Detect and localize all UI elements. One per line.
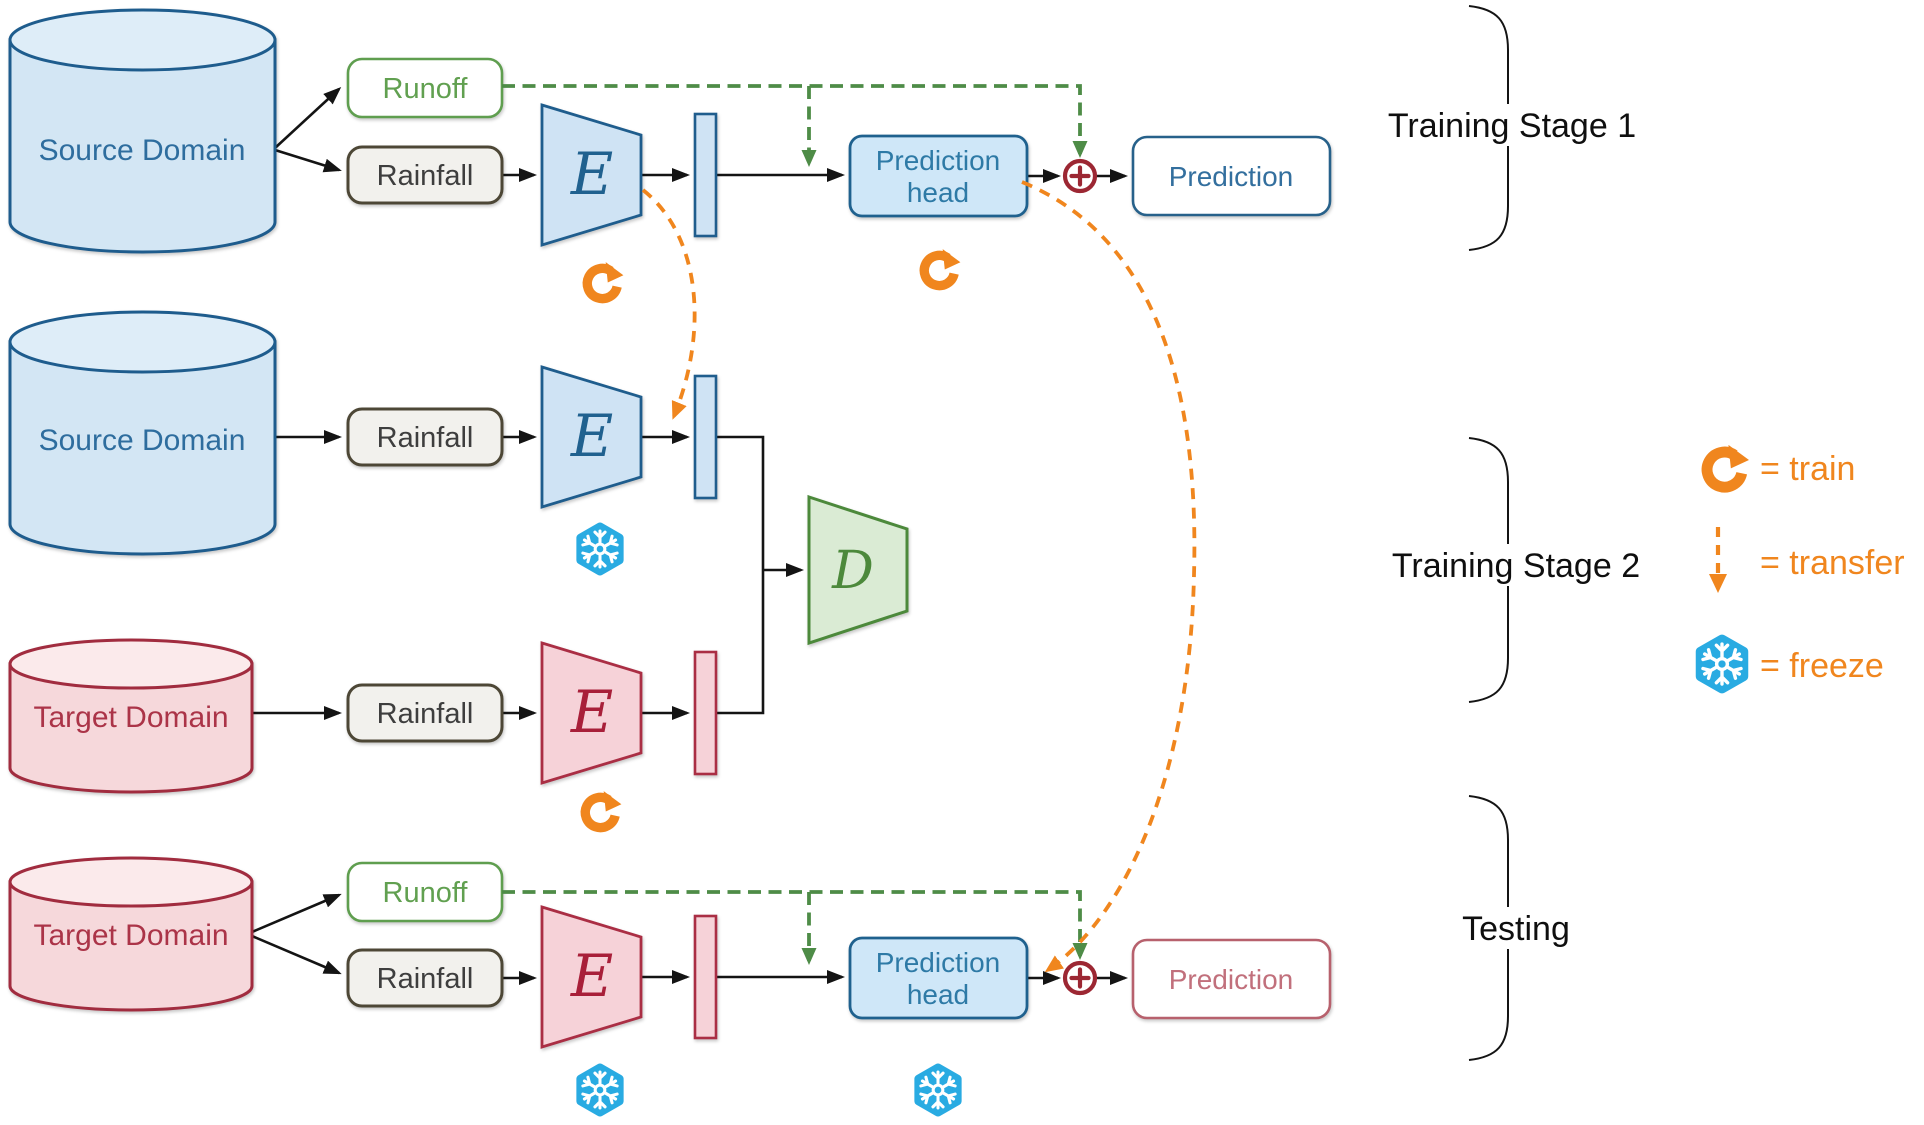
row-training-stage-2-target: Target Domain Rainfall E bbox=[8, 638, 718, 828]
rainfall-label: Rainfall bbox=[377, 422, 474, 454]
rainfall-box-4: Rainfall bbox=[346, 948, 504, 1008]
prediction-box-1: Prediction bbox=[1131, 135, 1332, 217]
transfer-curve-head1-to-head4 bbox=[1021, 180, 1197, 973]
stage-brackets: Training Stage 1 Training Stage 2 Testin… bbox=[1388, 5, 1640, 1061]
prediction-box-4: Prediction bbox=[1131, 938, 1332, 1020]
prediction-head-label-line2: head bbox=[907, 979, 969, 1010]
transfer-curves bbox=[641, 180, 1197, 973]
source-domain-label: Source Domain bbox=[39, 424, 246, 457]
row-training-stage-2-source: Source Domain Rainfall E D bbox=[8, 310, 909, 646]
encoder-trapezoid-target-4: E bbox=[540, 905, 643, 1049]
arrow-target4-to-rainfall bbox=[251, 934, 342, 975]
label-bg bbox=[1390, 104, 1634, 146]
transfer-curve-encoder1-to-encoder2 bbox=[641, 188, 697, 420]
train-icon bbox=[1707, 445, 1749, 487]
encoder-label: E bbox=[570, 942, 613, 1010]
legend-freeze-label: = freeze bbox=[1760, 647, 1884, 685]
rainfall-label: Rainfall bbox=[377, 160, 474, 192]
freeze-icon bbox=[1701, 640, 1744, 689]
encoder-label: E bbox=[570, 678, 613, 746]
train-icon bbox=[924, 249, 960, 285]
transfer-icon-arrowhead bbox=[1709, 574, 1727, 593]
black-connectors bbox=[251, 86, 1128, 985]
label-bg bbox=[1458, 907, 1576, 949]
freeze-icon bbox=[581, 527, 619, 571]
encoder-trapezoid-source-1: E bbox=[540, 103, 643, 247]
target-domain-cylinder-4: Target Domain bbox=[8, 856, 254, 1012]
runoff4-dashed-line bbox=[502, 890, 1088, 960]
arrow-source1-to-runoff bbox=[274, 86, 342, 149]
discriminator-trapezoid: D bbox=[807, 494, 909, 646]
runoff-box-1: Runoff bbox=[346, 57, 504, 119]
testing-label: Testing bbox=[1462, 910, 1570, 948]
discriminator-label: D bbox=[831, 541, 874, 601]
runoff-label: Runoff bbox=[383, 877, 469, 909]
rainfall-box-1: Rainfall bbox=[346, 145, 504, 205]
rainfall-box-3: Rainfall bbox=[346, 683, 504, 743]
feature-bar-3 bbox=[693, 650, 718, 776]
plus-node-1 bbox=[1062, 158, 1098, 194]
freeze-icon bbox=[919, 1068, 957, 1112]
row-training-stage-1: Source Domain Runoff Rainfall E Predicti… bbox=[8, 8, 1332, 299]
runoff-supervision-lines bbox=[502, 84, 1088, 965]
label-bg bbox=[1394, 544, 1638, 586]
stage-1-label: Training Stage 1 bbox=[1388, 107, 1636, 145]
legend-train-label: = train bbox=[1760, 450, 1855, 488]
prediction-label: Prediction bbox=[1169, 161, 1294, 192]
runoff-box-4: Runoff bbox=[346, 861, 504, 923]
prediction-label: Prediction bbox=[1169, 964, 1294, 995]
plus-node-4 bbox=[1062, 960, 1098, 996]
runoff1-dashed-line bbox=[502, 84, 1088, 158]
prediction-head-label-line1: Prediction bbox=[876, 145, 1001, 176]
encoder-trapezoid-source-2: E bbox=[540, 365, 643, 509]
feature-bar-4 bbox=[693, 914, 718, 1040]
train-icon bbox=[585, 791, 621, 827]
legend: = train = transfer = freeze bbox=[1701, 445, 1905, 689]
rainfall-label: Rainfall bbox=[377, 963, 474, 995]
rainfall-label: Rainfall bbox=[377, 698, 474, 730]
feature-bar-1 bbox=[693, 112, 718, 238]
legend-transfer-label: = transfer bbox=[1760, 544, 1905, 582]
row-testing: Target Domain Runoff Rainfall E Predicti… bbox=[8, 856, 1332, 1112]
target-domain-cylinder-3: Target Domain bbox=[8, 638, 254, 794]
arrow-target4-to-runoff bbox=[251, 893, 342, 934]
prediction-head-label-line1: Prediction bbox=[876, 947, 1001, 978]
encoder-trapezoid-target-3: E bbox=[540, 641, 643, 785]
train-icon bbox=[587, 262, 623, 298]
target-domain-label: Target Domain bbox=[33, 701, 228, 734]
feature-bar-2 bbox=[693, 374, 718, 500]
rainfall-box-2: Rainfall bbox=[346, 407, 504, 467]
stage-2-label: Training Stage 2 bbox=[1392, 547, 1640, 585]
prediction-head-label-line2: head bbox=[907, 177, 969, 208]
prediction-head-box-4: Prediction head bbox=[848, 936, 1029, 1020]
source-domain-label: Source Domain bbox=[39, 134, 246, 167]
source-domain-cylinder-2: Source Domain bbox=[8, 310, 277, 556]
arrow-source1-to-rainfall bbox=[274, 148, 342, 173]
runoff-label: Runoff bbox=[383, 73, 469, 105]
source-domain-cylinder-1: Source Domain bbox=[8, 8, 277, 254]
target-domain-label: Target Domain bbox=[33, 919, 228, 952]
merge-line-features bbox=[716, 435, 765, 715]
prediction-head-box-1: Prediction head bbox=[848, 134, 1029, 218]
encoder-label: E bbox=[570, 140, 613, 208]
encoder-label: E bbox=[570, 402, 613, 470]
freeze-icon bbox=[581, 1068, 619, 1112]
